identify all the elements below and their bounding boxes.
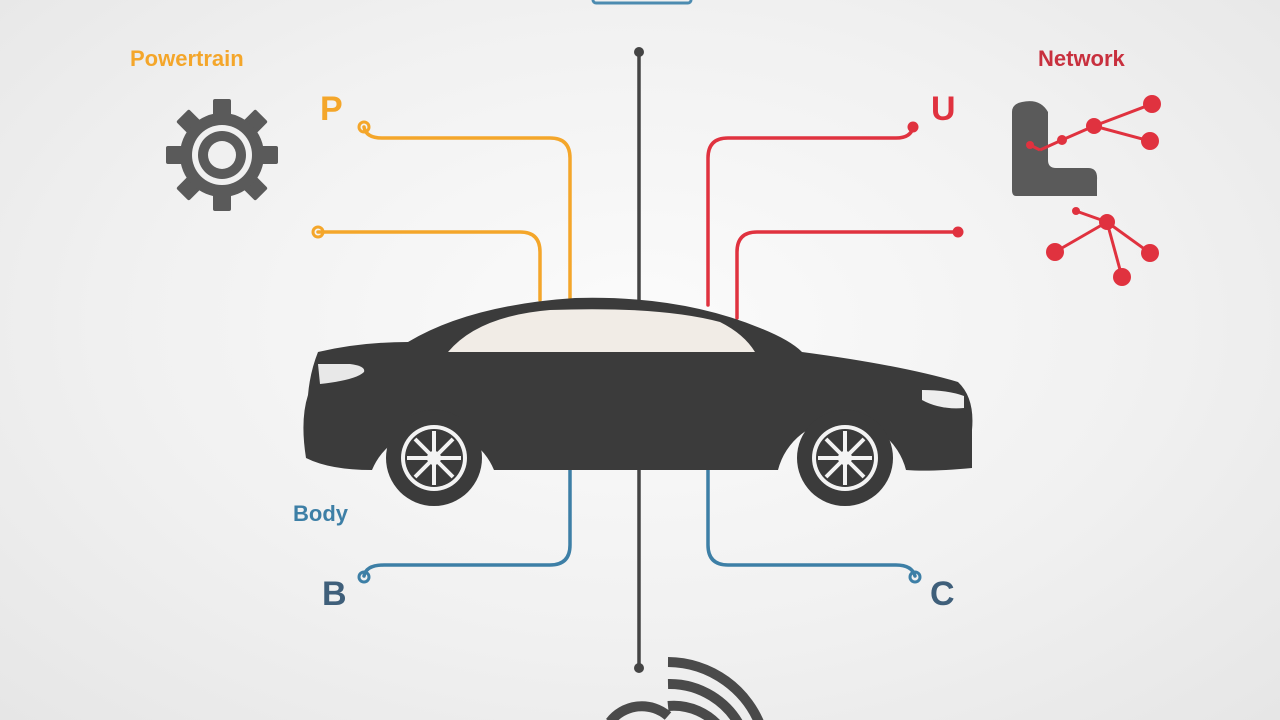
car-headlight bbox=[922, 390, 964, 409]
network-dot-2 bbox=[952, 226, 964, 238]
network-nodes-icon bbox=[1026, 95, 1161, 152]
front-wheel bbox=[386, 410, 482, 506]
powertrain-connectors bbox=[316, 125, 572, 302]
gear-icon bbox=[166, 99, 278, 211]
network-nodes-icon-2 bbox=[1046, 207, 1159, 286]
body-title: Body bbox=[293, 501, 348, 526]
network-connectors bbox=[706, 125, 960, 320]
seat-icon bbox=[1012, 101, 1098, 196]
letter-p: P bbox=[320, 90, 343, 128]
powertrain-dot-2 bbox=[311, 225, 325, 239]
chassis-dot bbox=[908, 570, 922, 584]
car-window bbox=[448, 309, 755, 352]
powertrain-title: Powertrain bbox=[130, 46, 244, 71]
car-taillight bbox=[318, 364, 365, 384]
letter-b: B bbox=[322, 575, 347, 613]
top-tab bbox=[591, 0, 693, 5]
body-connectors bbox=[362, 468, 917, 578]
wifi-signal-icon bbox=[606, 657, 764, 720]
body-dot-1 bbox=[357, 570, 371, 584]
letter-u: U bbox=[931, 90, 956, 128]
rear-wheel bbox=[797, 410, 893, 506]
powertrain-dot-1 bbox=[357, 120, 371, 134]
network-dot-1 bbox=[907, 121, 919, 133]
network-title: Network bbox=[1038, 46, 1125, 71]
car-icon bbox=[303, 297, 973, 506]
letter-c: C bbox=[930, 575, 955, 613]
